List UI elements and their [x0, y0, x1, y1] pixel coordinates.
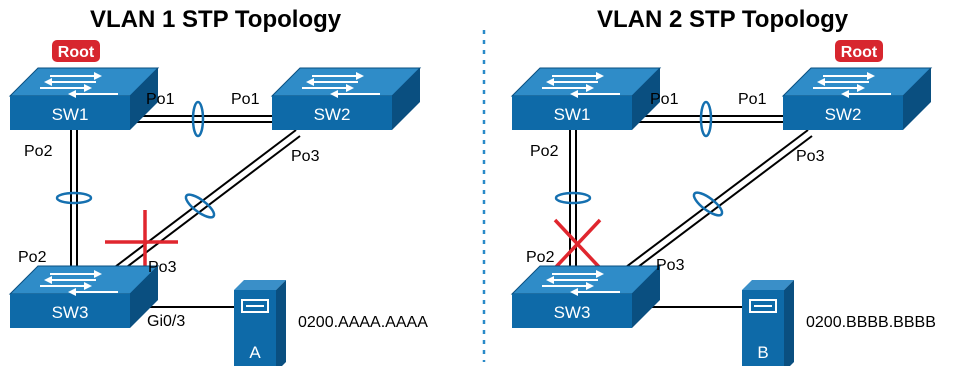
link-sw1-sw3	[55, 130, 93, 270]
port-label: Po2	[24, 143, 53, 160]
etherchannel-ring	[692, 191, 724, 217]
port-label: Po3	[656, 257, 685, 274]
port-label: Po2	[530, 143, 559, 160]
etherchannel-ring	[699, 100, 713, 138]
switch-sw2[interactable]: SW2	[782, 67, 932, 131]
server-b[interactable]: B	[741, 279, 795, 366]
svg-text:B: B	[757, 343, 768, 362]
etherchannel-ring	[55, 191, 93, 205]
port-label: Po1	[738, 91, 767, 108]
port-label: Po2	[526, 249, 555, 266]
svg-text:Root: Root	[58, 44, 95, 61]
switch-sw3[interactable]: SW3	[511, 265, 661, 329]
root-badge: Root	[835, 40, 883, 62]
etherchannel-ring	[554, 191, 592, 205]
blocking-mark	[105, 210, 178, 275]
port-label: Po3	[796, 148, 825, 165]
switch-sw3[interactable]: SW3	[9, 265, 159, 329]
topology-title: VLAN 1 STP Topology	[90, 6, 342, 33]
switch-sw1[interactable]: SW1	[9, 67, 159, 131]
switch-sw2[interactable]: SW2	[271, 67, 421, 131]
port-label: Gi0/3	[147, 313, 185, 330]
link-sw1-sw3	[554, 130, 592, 272]
port-label: Po3	[148, 259, 177, 276]
port-label: Po1	[231, 91, 260, 108]
svg-text:SW3: SW3	[52, 303, 89, 322]
port-label: Po1	[650, 91, 679, 108]
svg-text:SW2: SW2	[825, 105, 862, 124]
svg-text:SW1: SW1	[554, 105, 591, 124]
etherchannel-ring	[184, 193, 216, 219]
svg-text:SW2: SW2	[314, 105, 351, 124]
server-a[interactable]: A	[233, 279, 287, 366]
svg-text:A: A	[249, 343, 261, 362]
root-badge: Root	[52, 40, 100, 62]
link-sw1-sw2	[120, 100, 278, 138]
link-sw1-sw2	[630, 100, 790, 138]
port-label: Po2	[18, 249, 47, 266]
link-sw2-sw3	[102, 129, 301, 283]
blocking-mark	[553, 218, 602, 270]
svg-text:Root: Root	[841, 44, 878, 61]
svg-text:SW3: SW3	[554, 303, 591, 322]
etherchannel-ring	[191, 100, 205, 138]
port-label: Po3	[291, 148, 320, 165]
mac-address: 0200.AAAA.AAAA	[298, 314, 428, 331]
port-label: Po1	[146, 91, 175, 108]
mac-address: 0200.BBBB.BBBB	[806, 314, 936, 331]
topology-title: VLAN 2 STP Topology	[597, 6, 849, 33]
switch-sw1[interactable]: SW1	[511, 67, 661, 131]
link-sw2-sw3	[613, 129, 813, 283]
svg-text:SW1: SW1	[52, 105, 89, 124]
